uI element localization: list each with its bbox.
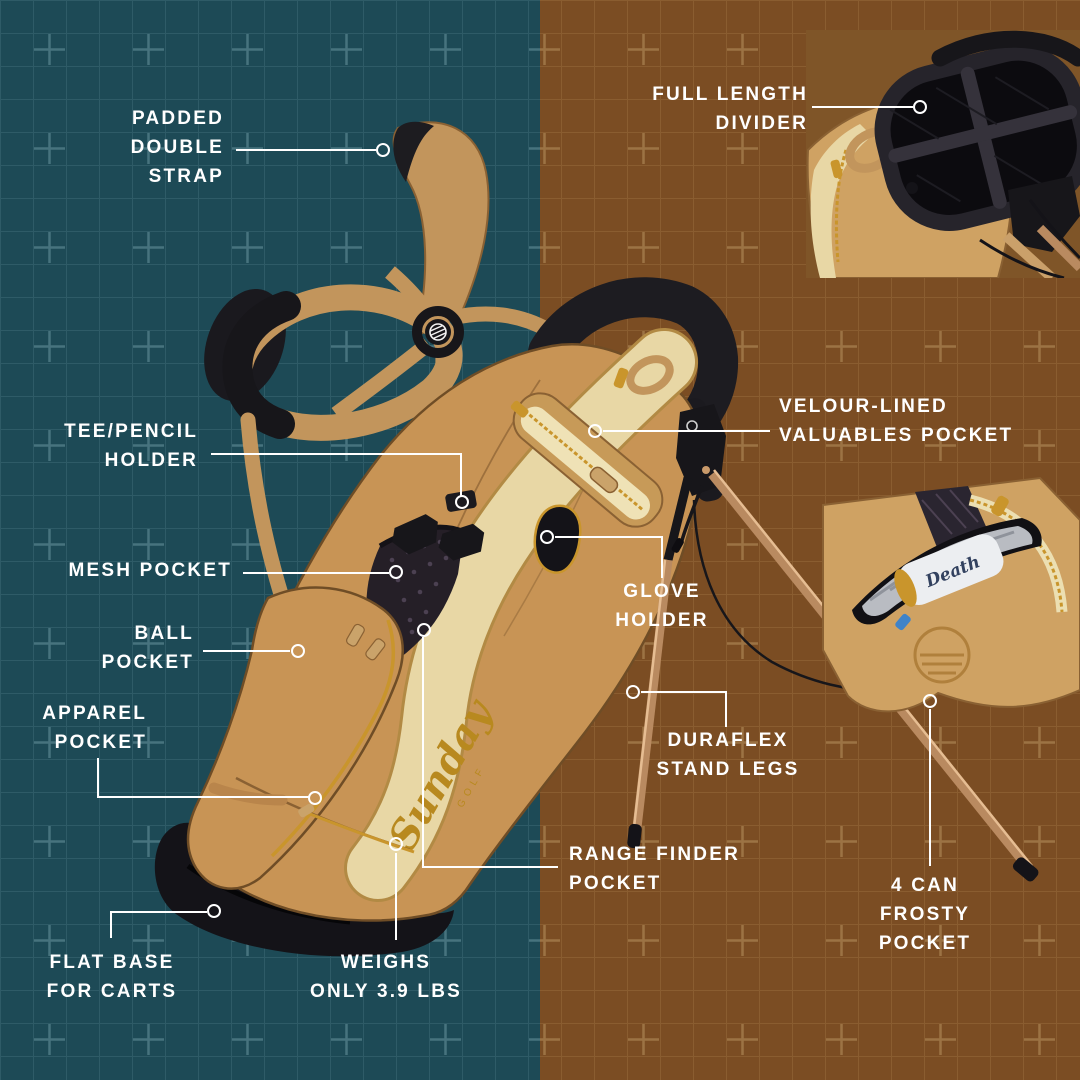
label-weighs-only: WEIGHS ONLY 3.9 LBS [309, 952, 463, 1002]
connector-dot-weighs [389, 837, 403, 851]
connector-dot-full-length-divider [913, 100, 927, 114]
strap-buckles [392, 490, 485, 561]
glove-holder-patch [533, 504, 582, 574]
connector-tee-pencil-holder-drop [460, 453, 462, 496]
connector-weighs [395, 853, 397, 940]
carabiner-loop [626, 355, 674, 395]
inset-divider-photo [806, 30, 1080, 278]
connector-range-finder-drop [422, 637, 424, 868]
connector-apparel-pocket-drop [97, 758, 99, 798]
leg-foot-right [1012, 857, 1039, 882]
connector-glove-holder-drop [661, 536, 663, 578]
main-bag-photo: Sunday GOLF [154, 121, 1039, 957]
label-duraflex-stand-legs: DURAFLEX STAND LEGS [656, 730, 800, 780]
connector-range-finder [422, 866, 558, 868]
shoulder-straps [204, 121, 575, 706]
inset-frosty-photo: Death [822, 476, 1080, 713]
strap-hub-logo [412, 306, 464, 358]
leg-foot-left [627, 823, 642, 849]
connector-flat-base-drop [110, 911, 112, 938]
connector-dot-range-finder [417, 623, 431, 637]
embossed-sun-logo [913, 626, 971, 684]
label-padded-double-strap: PADDED DOUBLE STRAP [130, 108, 224, 187]
connector-mesh-pocket [243, 572, 389, 574]
top-strap-underside [393, 121, 434, 182]
label-four-can-frosty-pocket: 4 CAN FROSTY POCKET [878, 875, 972, 954]
stand-leg-left [631, 559, 673, 837]
connector-glove-holder [555, 536, 663, 538]
label-mesh-pocket: MESH POCKET [68, 560, 232, 581]
connector-four-can-frosty [929, 709, 931, 866]
connector-ball-pocket [203, 650, 290, 652]
connector-full-length-divider [812, 106, 913, 108]
connector-duraflex-legs-drop [725, 691, 727, 727]
label-range-finder-pocket: RANGE FINDER POCKET [569, 844, 741, 894]
connector-dot-mesh-pocket [389, 565, 403, 579]
connector-dot-ball-pocket [291, 644, 305, 658]
connector-padded-double-strap [236, 149, 376, 151]
frosty-pocket-opening: Death [852, 518, 1042, 631]
connector-dot-flat-base [207, 904, 221, 918]
inset-divider-bowl [874, 44, 1080, 231]
label-full-length-divider: FULL LENGTH DIVIDER [652, 84, 808, 134]
label-apparel-pocket: APPAREL POCKET [42, 703, 147, 753]
velour-valuables-zip [510, 392, 664, 528]
label-velour-valuables-pocket: VELOUR-LINED VALUABLES POCKET [779, 396, 1014, 446]
mesh-carry-handle [528, 277, 739, 436]
label-ball-pocket: BALL POCKET [101, 623, 194, 673]
bag-body: Sunday GOLF [186, 277, 739, 922]
inset-hinge [1008, 176, 1080, 252]
connector-tee-pencil-holder [211, 453, 462, 455]
connector-dot-apparel-pocket [308, 791, 322, 805]
connector-dot-glove-holder [540, 530, 554, 544]
connector-dot-four-can-frosty [923, 694, 937, 708]
label-tee-pencil-holder: TEE/PENCIL HOLDER [64, 421, 198, 471]
label-flat-base-for-carts: FLAT BASE FOR CARTS [46, 952, 178, 1002]
connector-duraflex-legs [641, 691, 727, 693]
apparel-pocket-seam [235, 776, 415, 854]
connector-dot-padded-double-strap [376, 143, 390, 157]
top-zipper-pull [613, 367, 629, 389]
connector-flat-base [110, 911, 207, 913]
connector-apparel-pocket [97, 796, 309, 798]
connector-dot-tee-pencil-holder [455, 495, 469, 509]
connector-dot-duraflex-legs [626, 685, 640, 699]
strap-loop-black-pad [222, 291, 301, 439]
inset-top-handle [931, 30, 1080, 67]
ball-pocket-pouch [186, 586, 404, 890]
connector-dot-velour-valuables [588, 424, 602, 438]
connector-velour-valuables [603, 430, 770, 432]
blue-zip-pull [895, 613, 911, 631]
label-glove-holder: GLOVE HOLDER [615, 581, 709, 631]
